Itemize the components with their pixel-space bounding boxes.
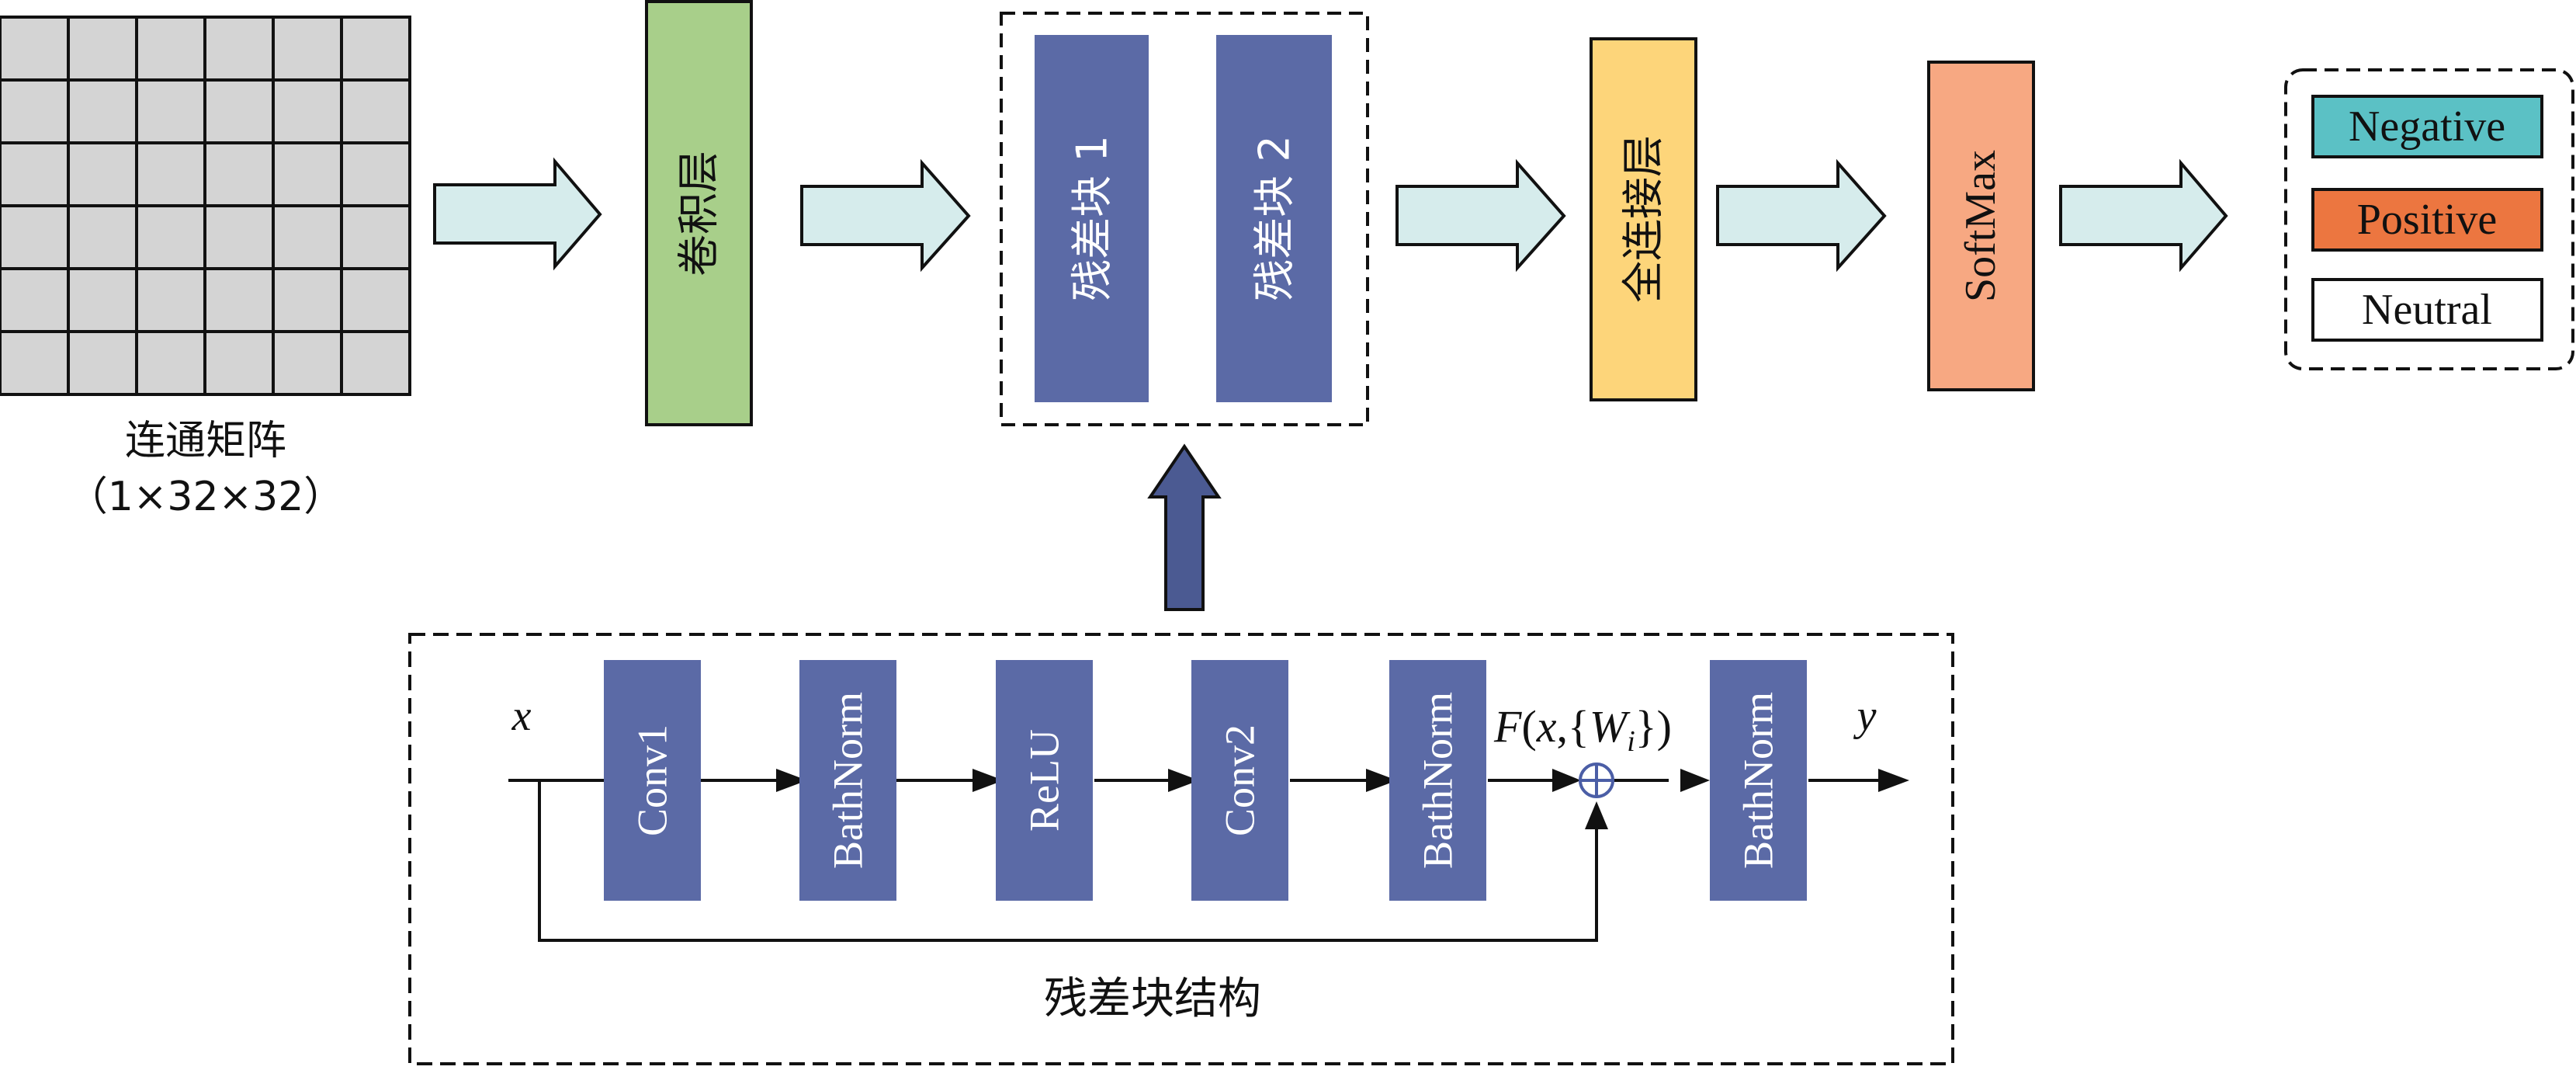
structure-block bbox=[1389, 660, 1486, 901]
neutral-box bbox=[2311, 278, 2543, 342]
residual-block-2-label: 残差块 2 bbox=[1250, 135, 1299, 301]
matrix-cell bbox=[67, 16, 138, 82]
structure-block-label: BathNorm bbox=[825, 692, 872, 869]
residual-block-1-label: 残差块 1 bbox=[1068, 135, 1117, 301]
structure-blocks: Conv1 BathNorm ReLU Conv2 BathNorm BathNorm bbox=[604, 660, 1807, 901]
input-matrix-grid bbox=[0, 16, 411, 396]
matrix-cell bbox=[67, 204, 138, 270]
negative-box bbox=[2311, 95, 2543, 158]
input-caption-line2: （1×32×32） bbox=[68, 474, 345, 520]
structure-block bbox=[799, 660, 896, 901]
matrix-cell bbox=[203, 141, 275, 207]
flow-arrow bbox=[2059, 158, 2228, 273]
residual-block-1 bbox=[1035, 35, 1149, 402]
softmax-label: SoftMax bbox=[1957, 150, 2005, 302]
matrix-cell bbox=[272, 204, 343, 270]
structure-block-label: Conv2 bbox=[1217, 724, 1264, 836]
matrix-cell bbox=[340, 78, 411, 144]
matrix-cell bbox=[340, 204, 411, 270]
fully-connected-block bbox=[1590, 37, 1697, 401]
structure-block-label: Conv1 bbox=[629, 724, 676, 836]
matrix-cell bbox=[272, 16, 343, 82]
structure-block-label: ReLU bbox=[1021, 729, 1068, 832]
positive-box bbox=[2311, 188, 2543, 252]
matrix-cell bbox=[67, 267, 138, 333]
output-group-frame bbox=[2284, 68, 2574, 370]
matrix-cell bbox=[67, 330, 138, 396]
flow-arrow bbox=[1395, 158, 1566, 273]
matrix-cell bbox=[272, 78, 343, 144]
matrix-cell bbox=[340, 16, 411, 82]
matrix-cell bbox=[272, 141, 343, 207]
matrix-cell bbox=[135, 78, 206, 144]
matrix-cell bbox=[340, 141, 411, 207]
matrix-cell bbox=[340, 267, 411, 333]
flow-arrow bbox=[433, 157, 602, 271]
conv-layer-block bbox=[645, 0, 753, 426]
input-caption-line1: 连通矩阵 bbox=[125, 418, 286, 464]
fully-connected-label: 全连接层 bbox=[1619, 135, 1668, 303]
structure-function-label: F(x,{Wi}) bbox=[1493, 701, 1672, 758]
matrix-cell bbox=[0, 267, 70, 333]
structure-input-label: x bbox=[511, 692, 532, 740]
matrix-cell bbox=[135, 16, 206, 82]
matrix-cell bbox=[203, 267, 275, 333]
matrix-cell bbox=[340, 330, 411, 396]
conv-layer-label: 卷积层 bbox=[674, 151, 723, 276]
residual-structure-frame bbox=[408, 633, 1954, 1065]
neutral-label: Neutral bbox=[2362, 286, 2492, 334]
flow-arrow bbox=[1716, 158, 1887, 273]
matrix-cell bbox=[203, 78, 275, 144]
matrix-cell bbox=[0, 141, 70, 207]
softmax-block bbox=[1927, 61, 2035, 391]
matrix-cell bbox=[203, 330, 275, 396]
residual-block-2 bbox=[1216, 35, 1332, 402]
structure-block bbox=[604, 660, 701, 901]
matrix-cell bbox=[272, 330, 343, 396]
matrix-cell bbox=[0, 16, 70, 82]
matrix-cell bbox=[0, 204, 70, 270]
matrix-cell bbox=[135, 141, 206, 207]
structure-block-label: BathNorm bbox=[1735, 692, 1782, 869]
structure-block bbox=[1191, 660, 1288, 901]
structure-output-label: y bbox=[1853, 692, 1877, 740]
sum-node-icon bbox=[1579, 763, 1614, 798]
up-arrow bbox=[1147, 443, 1222, 611]
structure-caption: 残差块结构 bbox=[1044, 974, 1261, 1024]
matrix-cell bbox=[135, 330, 206, 396]
matrix-cell bbox=[203, 16, 275, 82]
matrix-cell bbox=[203, 204, 275, 270]
matrix-cell bbox=[272, 267, 343, 333]
matrix-cell bbox=[135, 267, 206, 333]
negative-label: Negative bbox=[2349, 102, 2505, 151]
matrix-cell bbox=[0, 78, 70, 144]
matrix-cell bbox=[0, 330, 70, 396]
residual-group-frame bbox=[1000, 12, 1369, 426]
structure-flow-lines bbox=[508, 779, 1878, 942]
structure-block bbox=[1710, 660, 1807, 901]
structure-block bbox=[996, 660, 1093, 901]
matrix-cell bbox=[67, 78, 138, 144]
structure-arrowheads bbox=[776, 769, 1909, 829]
positive-label: Positive bbox=[2357, 196, 2497, 244]
flow-arrow bbox=[800, 158, 971, 273]
matrix-cell bbox=[67, 141, 138, 207]
structure-block-label: BathNorm bbox=[1415, 692, 1461, 869]
matrix-cell bbox=[135, 204, 206, 270]
